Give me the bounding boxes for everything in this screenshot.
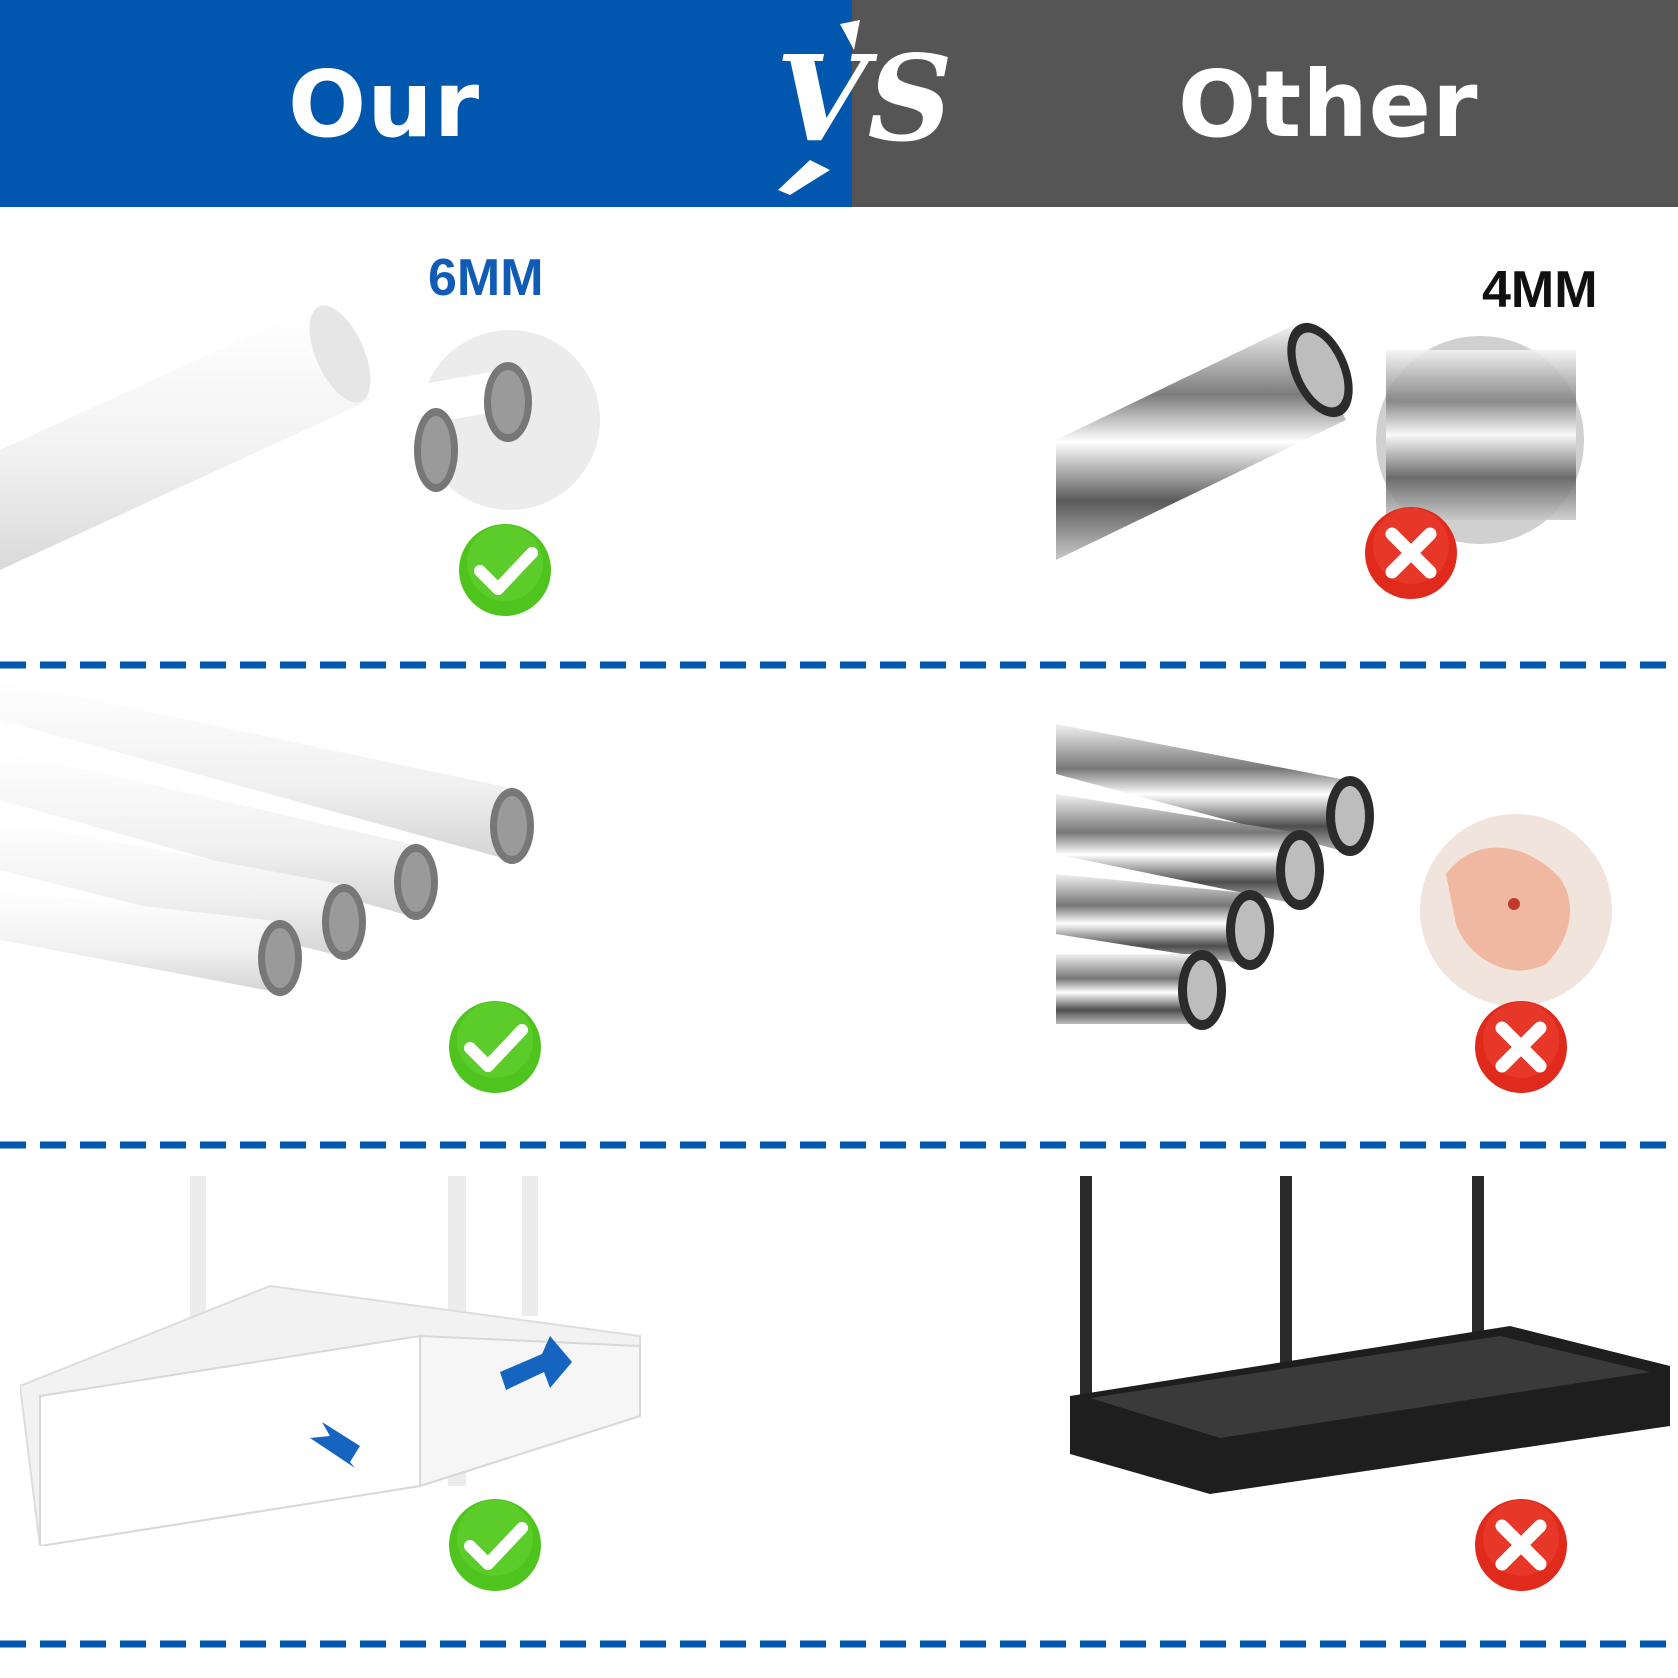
other-shelf-illustration	[1070, 1176, 1670, 1494]
other-row3-cross-icon	[1475, 1499, 1567, 1591]
divider-1	[0, 661, 1678, 669]
header-our-label: Our	[288, 51, 481, 158]
other-single-tube-illustration	[1056, 322, 1584, 560]
header-our-panel	[0, 0, 852, 207]
our-row3-check-icon	[449, 1499, 541, 1591]
header-other-label: Other	[1178, 51, 1479, 158]
our-row1-check-icon	[459, 524, 551, 616]
our-single-tube-illustration	[0, 305, 600, 570]
vs-brush-icon	[778, 20, 860, 195]
our-multi-tube-illustration	[0, 680, 534, 996]
other-thickness-label: 4MM	[1482, 261, 1598, 319]
other-row2-cross-icon	[1475, 1001, 1567, 1093]
divider-2	[0, 1141, 1678, 1149]
our-row2-check-icon	[449, 1001, 541, 1093]
other-row1-cross-icon	[1365, 507, 1457, 599]
header-vs-label: VS	[776, 29, 953, 168]
our-sliding-drawer-illustration	[20, 1176, 641, 1546]
header-other-panel	[852, 0, 1678, 207]
other-multi-tube-illustration	[1056, 724, 1612, 1030]
our-thickness-label: 6MM	[428, 249, 544, 307]
divider-3	[0, 1640, 1678, 1648]
